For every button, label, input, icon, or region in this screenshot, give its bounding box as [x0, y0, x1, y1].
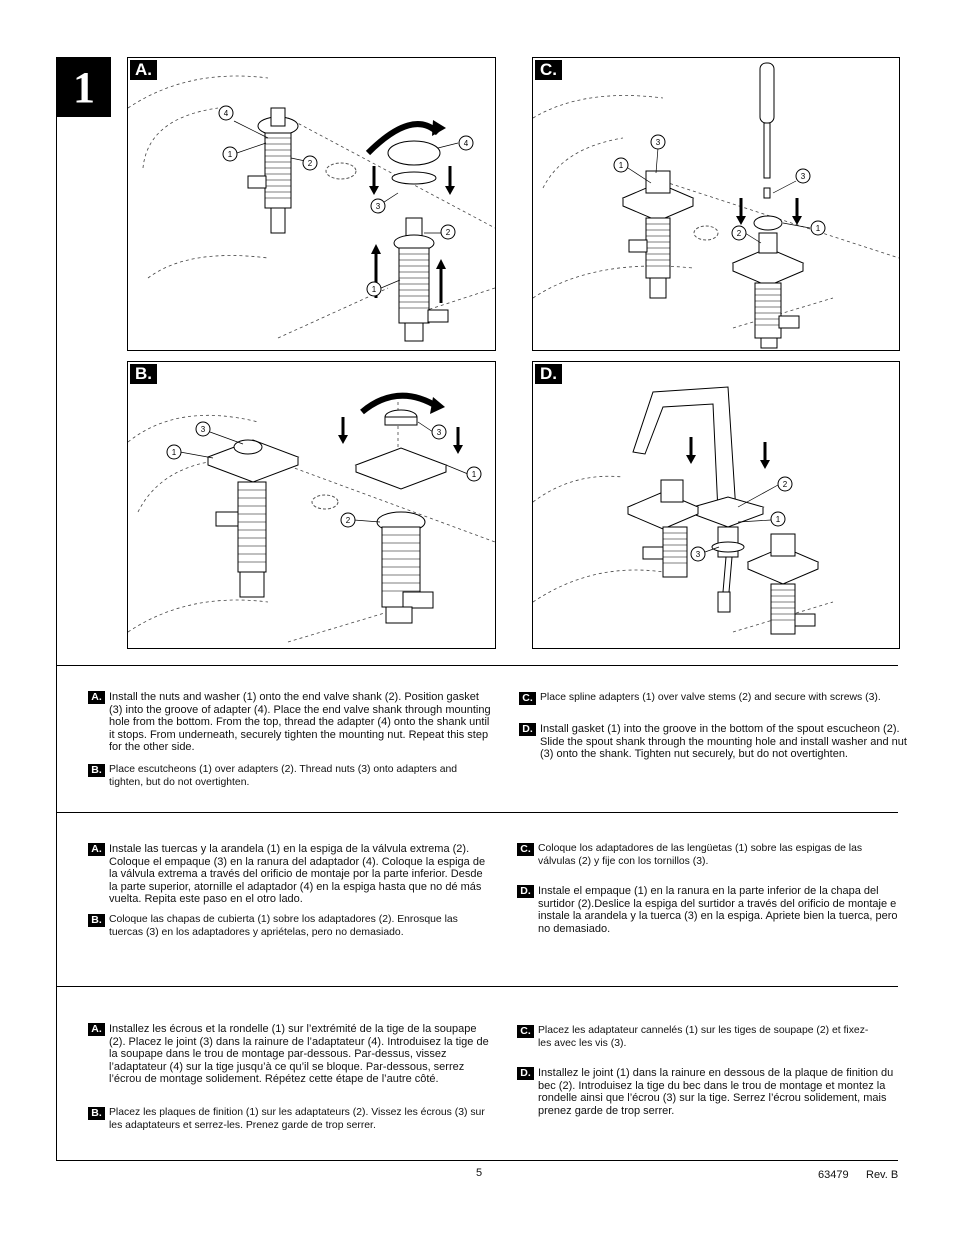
step-badge-d: D.	[517, 1067, 534, 1080]
instruction-text: Coloque las chapas de cubierta (1) sobre…	[109, 914, 458, 938]
document-number: 63479	[818, 1169, 849, 1181]
panel-label-d: D.	[535, 364, 562, 384]
instruction-text: Coloque los adaptadores de las lengüetas…	[538, 843, 863, 867]
divider-line	[56, 812, 898, 813]
callout-4: 4	[224, 109, 229, 118]
divider-line	[56, 986, 898, 987]
callout-4: 4	[464, 139, 469, 148]
instruction-text: Placez les plaques de finition (1) sur l…	[109, 1107, 485, 1131]
instruction-text: Installez les écrous et la rondelle (1) …	[109, 1023, 489, 1086]
divider-line	[56, 665, 898, 666]
callout-3: 3	[437, 428, 442, 437]
illustration-panel-b: 3 1 3 1 2 B.	[127, 361, 496, 649]
step-badge-d: D.	[517, 885, 534, 898]
callout-2: 2	[737, 229, 742, 238]
instruction-es-b: B. Coloque las chapas de cubierta (1) so…	[88, 914, 492, 939]
panel-label-b: B.	[130, 364, 157, 384]
instruction-text: Placez les adaptateur cannelés (1) sur l…	[538, 1025, 869, 1049]
callout-3: 3	[376, 202, 381, 211]
instruction-text: Install the nuts and washer (1) onto the…	[109, 691, 491, 754]
divider-line	[56, 1160, 898, 1161]
callout-1: 1	[372, 285, 377, 294]
step-badge-d: D.	[519, 723, 536, 736]
callout-2: 2	[346, 516, 351, 525]
revision-label: Rev. B	[866, 1169, 899, 1181]
instruction-text: Instale el empaque (1) en la ranura en l…	[538, 885, 898, 935]
instruction-en-b: B. Place escutcheons (1) over adapters (…	[88, 764, 492, 789]
instruction-es-a: A. Instale las tuercas y la arandela (1)…	[88, 843, 490, 906]
step-badge-c: C.	[517, 1025, 534, 1038]
callout-3: 3	[656, 138, 661, 147]
instruction-en-a: A. Install the nuts and washer (1) onto …	[88, 691, 492, 754]
step-badge-a: A.	[88, 843, 105, 856]
callout-2: 2	[308, 159, 313, 168]
callout-1: 1	[172, 448, 177, 457]
instruction-es-d: D. Instale el empaque (1) en la ranura e…	[517, 885, 907, 935]
instruction-fr-b: B. Placez les plaques de finition (1) su…	[88, 1107, 492, 1132]
instruction-fr-d: D. Installez le joint (1) dans la rainur…	[517, 1067, 909, 1117]
step-badge-a: A.	[88, 691, 105, 704]
instruction-fr-c: C. Placez les adaptateur cannelés (1) su…	[517, 1025, 877, 1050]
left-rule	[56, 57, 57, 1161]
panel-label-a: A.	[130, 60, 157, 80]
callout-1: 1	[619, 161, 624, 170]
step-badge-a: A.	[88, 1023, 105, 1036]
instruction-text: Installez le joint (1) dans la rainure e…	[538, 1067, 894, 1117]
instruction-fr-a: A. Installez les écrous et la rondelle (…	[88, 1023, 492, 1086]
callout-1: 1	[776, 515, 781, 524]
instruction-en-c: C. Place spline adapters (1) over valve …	[519, 692, 909, 705]
spout-install-illustration: 2 1 3	[533, 386, 834, 635]
callout-2: 2	[783, 480, 788, 489]
callout-1: 1	[472, 470, 477, 479]
valve-install-illustration: 4 1 2 4 3 2 1	[128, 75, 495, 342]
step-badge-b: B.	[88, 1107, 105, 1120]
escutcheon-illustration: 3 1 3 1 2	[128, 392, 495, 643]
callout-2: 2	[446, 228, 451, 237]
panel-label-c: C.	[535, 60, 562, 80]
step-badge-c: C.	[517, 843, 534, 856]
instruction-text: Place spline adapters (1) over valve ste…	[540, 692, 881, 703]
callout-1: 1	[816, 224, 821, 233]
step-number: 1	[57, 57, 111, 117]
spline-adapter-illustration: 1 3 3 1 2	[533, 62, 899, 349]
callout-3: 3	[201, 425, 206, 434]
step-badge-b: B.	[88, 764, 105, 777]
illustration-panel-a: 4 1 2 4 3 2 1 A.	[127, 57, 496, 351]
instruction-es-c: C. Coloque los adaptadores de las lengüe…	[517, 843, 897, 868]
step-badge-c: C.	[519, 692, 536, 705]
callout-3: 3	[801, 172, 806, 181]
instruction-text: Place escutcheons (1) over adapters (2).…	[109, 764, 458, 788]
callout-3: 3	[696, 550, 701, 559]
illustration-panel-d: 2 1 3 D.	[532, 361, 900, 649]
page-number: 5	[476, 1167, 483, 1179]
illustration-panel-c: 1 3 3 1 2 C.	[532, 57, 900, 351]
instruction-text: Install gasket (1) into the groove in th…	[540, 723, 907, 761]
instruction-text: Instale las tuercas y la arandela (1) en…	[109, 843, 486, 906]
step-badge-b: B.	[88, 914, 105, 927]
instruction-en-d: D. Install gasket (1) into the groove in…	[519, 723, 907, 761]
callout-1: 1	[228, 150, 233, 159]
